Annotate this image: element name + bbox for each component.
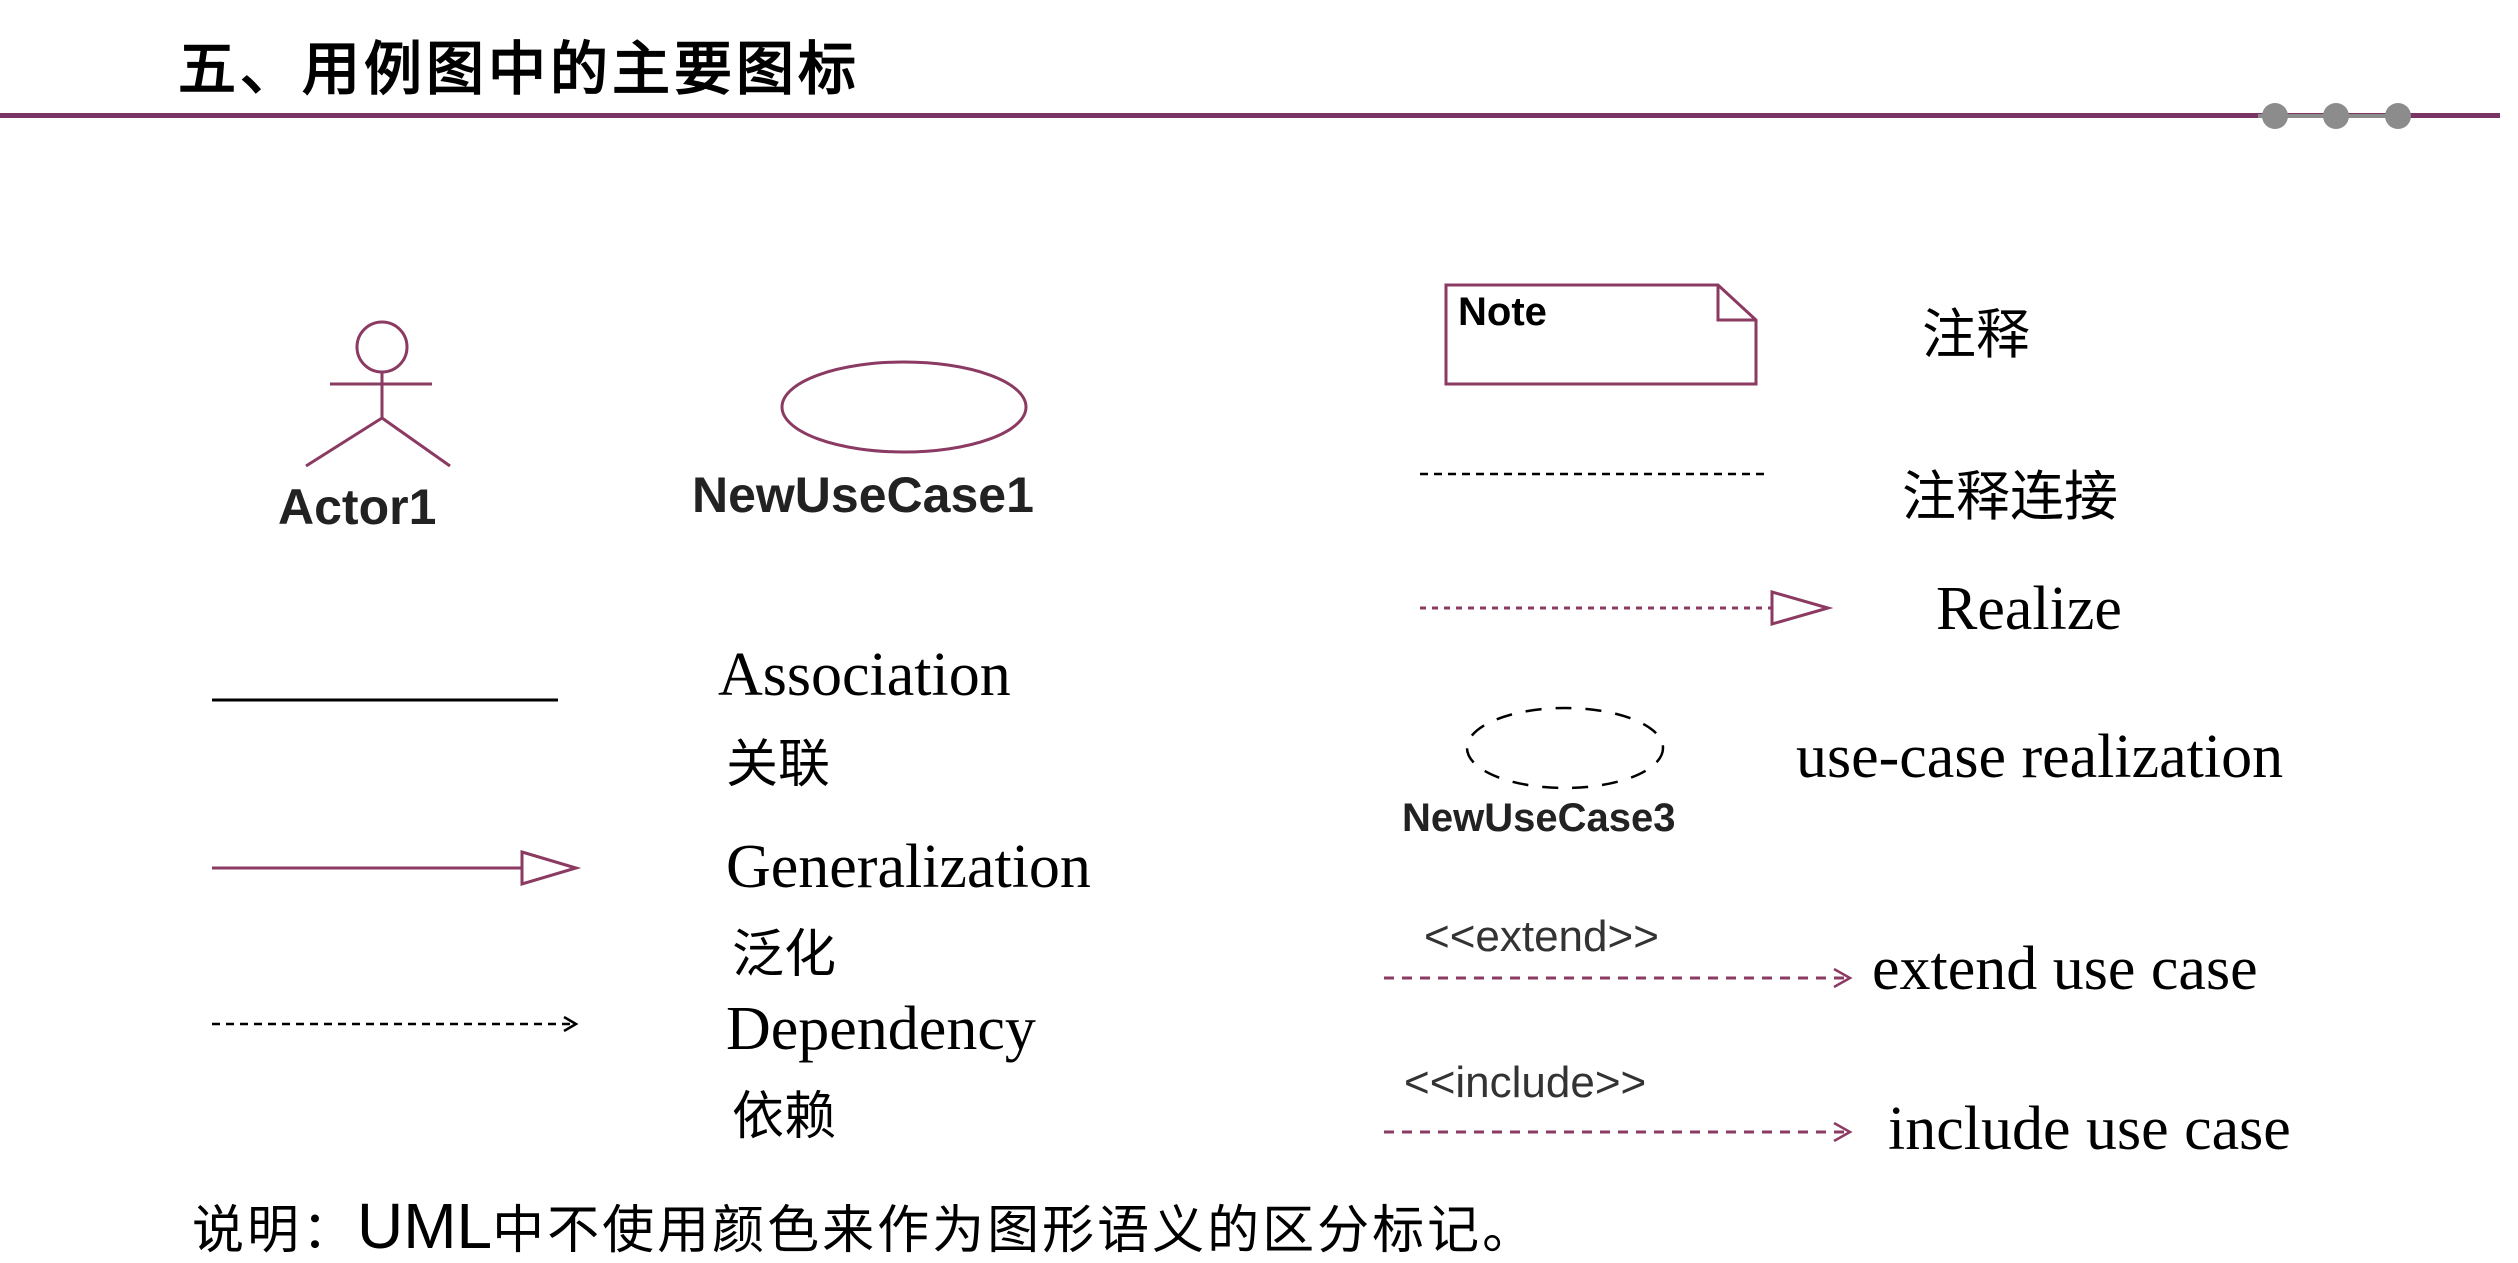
association-label-en: Association <box>718 641 1011 709</box>
generalization-label-en: Generalization <box>726 833 1091 901</box>
dependency-label-zh: 依赖 <box>732 1087 837 1147</box>
decor-dot-1 <box>2262 103 2288 129</box>
note-link-label: 注释连接 <box>1902 465 2118 528</box>
decor-dot-2 <box>2323 103 2349 129</box>
actor-icon <box>305 320 451 468</box>
actor-label: Actor1 <box>278 479 437 535</box>
generalization-arrow <box>212 849 582 887</box>
use-case-realization-icon <box>1465 706 1665 790</box>
footer-uml: UML <box>357 1190 493 1262</box>
extend-label: extend use case <box>1872 935 2258 1003</box>
use-case-realization-label: use-case realization <box>1796 723 2284 791</box>
use-case-label: NewUseCase1 <box>692 467 1034 523</box>
dependency-label-en: Dependency <box>726 995 1036 1063</box>
decor-dot-3 <box>2385 103 2411 129</box>
include-stereotype: <<include>> <box>1404 1058 1647 1107</box>
extend-stereotype: <<extend>> <box>1424 912 1659 961</box>
realize-arrow <box>1420 590 1834 626</box>
association-label-zh: 关联 <box>726 735 831 795</box>
realize-label: Realize <box>1936 575 2122 643</box>
header-rule <box>0 113 2500 118</box>
use-case-realization-shape-text: NewUseCase3 <box>1402 796 1676 840</box>
footer-suffix: 中不使用颜色来作为图形语义的区分标记。 <box>492 1201 1538 1261</box>
use-case-icon <box>780 360 1028 454</box>
footer-prefix: 说明： <box>192 1201 358 1261</box>
generalization-label-zh: 泛化 <box>732 925 837 985</box>
footer-note: 说明：UML中不使用颜色来作为图形语义的区分标记。 <box>192 1188 1537 1263</box>
note-icon <box>1444 283 1758 386</box>
note-label: 注释 <box>1922 303 2030 366</box>
include-label: include use case <box>1888 1095 2291 1163</box>
page-title: 五、用例图中的主要图标 <box>178 35 861 103</box>
note-shape-text: Note <box>1458 290 1547 334</box>
